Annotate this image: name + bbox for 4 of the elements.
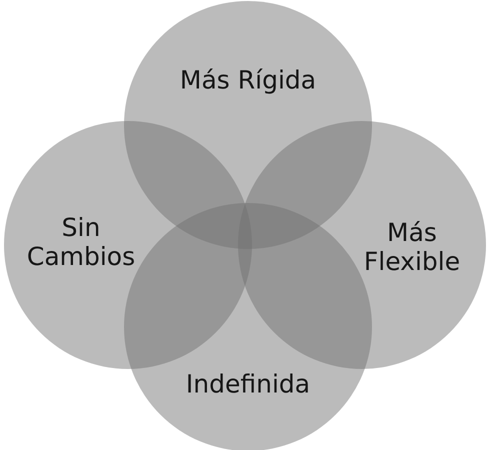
circle-label: Más Flexible xyxy=(362,218,462,276)
circle-label: Sin Cambios xyxy=(26,213,136,271)
circle-label: Indefinida xyxy=(184,370,312,398)
circle-label: Más Rígida xyxy=(178,66,318,94)
